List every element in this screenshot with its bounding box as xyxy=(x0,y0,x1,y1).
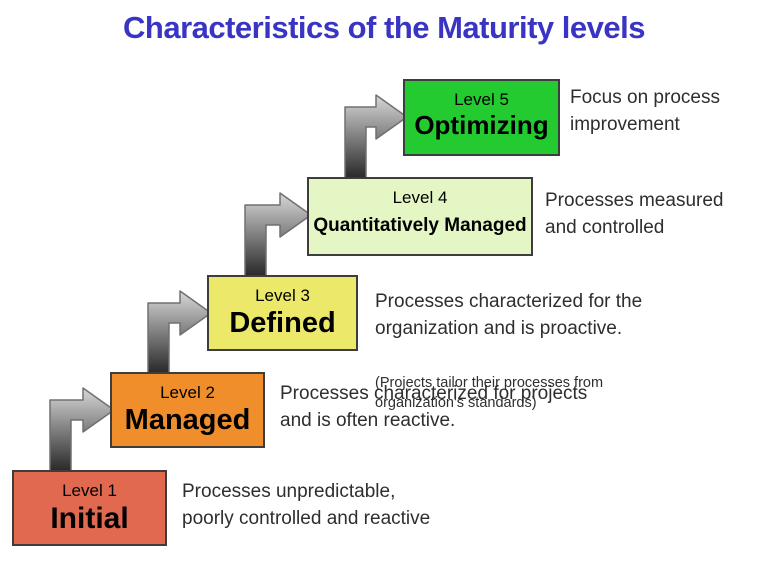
level-label-5: Level 5 xyxy=(454,90,509,109)
level-name-5: Optimizing xyxy=(414,109,549,140)
level-name-3: Defined xyxy=(229,306,336,339)
level-name-4: Quantitatively Managed xyxy=(313,214,527,236)
level-description-5: Focus on process improvement xyxy=(570,87,720,135)
level-description-3-text: Processes characterized for the organiza… xyxy=(375,291,643,339)
arrow-level2-to-level3-icon xyxy=(147,290,212,376)
page-title: Characteristics of the Maturity levels xyxy=(123,10,645,45)
level-box-4: Level 4 Quantitatively Managed xyxy=(307,177,533,256)
arrow-level3-to-level4-icon xyxy=(244,192,312,279)
level-box-5: Level 5 Optimizing xyxy=(403,79,560,156)
level-description-1: Processes unpredictable, poorly controll… xyxy=(182,481,431,529)
level-description-3: Processes characterized for the organiza… xyxy=(375,261,642,440)
level-box-2: Level 2 Managed xyxy=(110,372,265,448)
arrow-level4-to-level5-icon xyxy=(344,94,408,181)
level-box-1: Level 1 Initial xyxy=(12,470,167,546)
level-label-2: Level 2 xyxy=(160,383,215,402)
arrow-level1-to-level2-icon xyxy=(49,387,115,474)
level-label-4: Level 4 xyxy=(392,188,448,207)
level-3-note: (Projects tailor their processes from or… xyxy=(375,375,604,411)
level-description-2: Processes characterized for projects and… xyxy=(280,383,588,431)
level-label-3: Level 3 xyxy=(255,286,310,305)
level-name-2: Managed xyxy=(124,403,251,436)
level-label-1: Level 1 xyxy=(62,481,117,500)
level-name-1: Initial xyxy=(50,501,129,535)
level-box-3: Level 3 Defined xyxy=(207,275,358,351)
level-description-4: Processes measured and controlled xyxy=(545,190,724,238)
